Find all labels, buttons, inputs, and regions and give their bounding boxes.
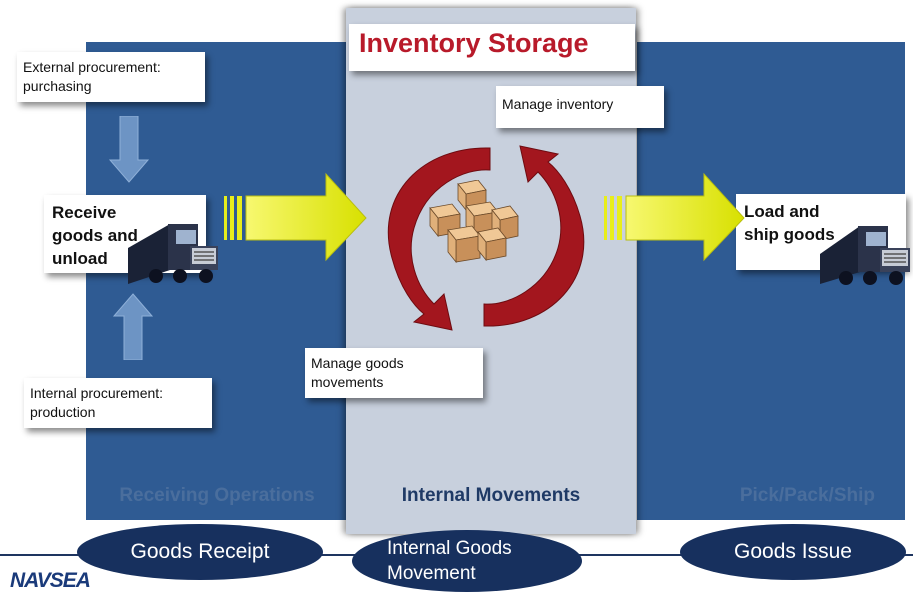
truck-icon [128,224,218,284]
goods-receipt-label: Goods Receipt [130,540,270,563]
flow-arrow-icon [604,172,745,262]
down-arrow-icon [108,116,150,183]
boxes-icon [429,180,519,264]
goods-issue-label: Goods Issue [734,540,852,563]
internal-procurement-box: Internal procurement: production [24,378,212,428]
pick-pack-ship-label: Pick/Pack/Ship [739,485,875,506]
goods-issue-oval: Goods Issue [680,524,906,580]
internal-goods-movement-label: Internal Goods Movement [387,538,512,584]
manage-inventory-box: Manage inventory [496,86,664,128]
up-arrow-icon [112,293,154,360]
external-procurement-box: External procurement: purchasing [17,52,205,102]
pick-pack-ship-panel [637,42,905,520]
manage-goods-movements-box: Manage goods movements [305,348,483,398]
load-ship-text: Load and ship goods [744,202,835,244]
receiving-operations-label: Receiving Operations [119,485,315,506]
receive-goods-text: Receive goods and unload [52,203,138,268]
inventory-storage-title: Inventory Storage [349,24,635,71]
truck-icon [820,226,910,285]
internal-goods-movement-oval: Internal Goods Movement [352,530,582,592]
cycle-arrows-icon [387,145,585,331]
flow-arrow-icon [224,172,367,262]
goods-receipt-oval: Goods Receipt [77,524,323,580]
navsea-logo: NAVSEA [10,569,91,592]
internal-movements-label: Internal Movements [401,485,581,506]
